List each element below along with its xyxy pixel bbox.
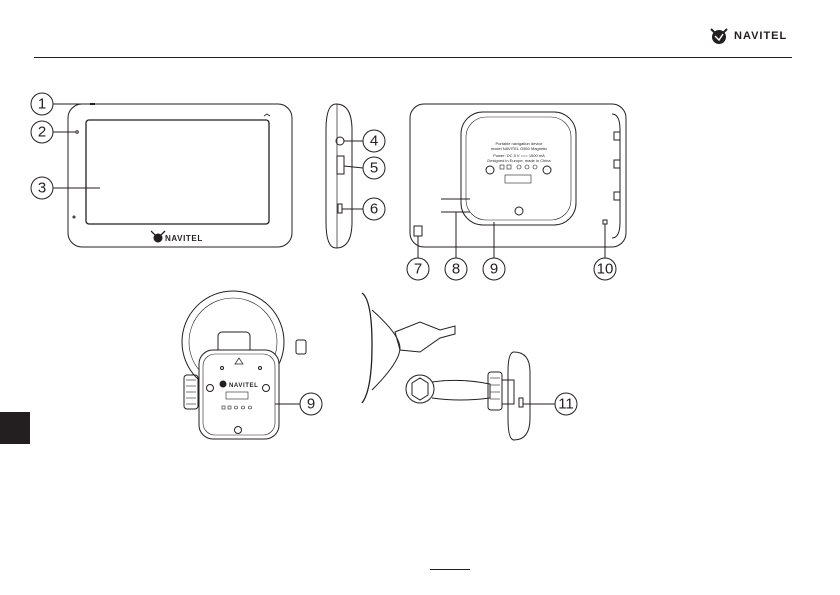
back-port-mid xyxy=(613,159,621,169)
back-port-bottom xyxy=(613,191,621,201)
side-view xyxy=(325,103,353,249)
suction-cup-body xyxy=(371,309,401,391)
callout-9-bottom: 9 xyxy=(275,392,323,416)
sd-card-slot xyxy=(336,155,345,175)
suction-lever-side xyxy=(394,321,456,353)
indicator-light xyxy=(75,130,79,134)
callout-2-number: 2 xyxy=(38,124,46,141)
callout-1-number: 1 xyxy=(38,96,46,113)
certification-marks xyxy=(499,164,538,170)
stylus xyxy=(413,225,423,237)
callout-3: 3 xyxy=(30,176,100,200)
callout-3-number: 3 xyxy=(38,180,46,197)
device-side-on-mount xyxy=(507,351,531,441)
mount-brand: NAVITEL xyxy=(219,380,258,389)
callout-5: 5 xyxy=(343,156,386,180)
callout-10-number: 10 xyxy=(597,261,614,278)
back-edge xyxy=(611,113,621,239)
header-rule xyxy=(34,57,792,58)
header-brand-name: NAVITEL xyxy=(734,30,788,42)
suction-lever xyxy=(295,339,307,355)
callout-9-top-number: 9 xyxy=(490,261,498,278)
mount-side-view xyxy=(361,292,531,441)
callout-8: 8 xyxy=(444,212,468,281)
mount-magnetic-plate xyxy=(198,349,280,440)
mount-label-grid xyxy=(225,391,249,400)
side-body xyxy=(325,103,353,249)
front-brand: NAVITEL xyxy=(150,230,203,243)
mount-screw-bottom xyxy=(234,426,242,434)
page-number-rule xyxy=(430,569,470,570)
callout-6-number: 6 xyxy=(370,201,378,218)
callout-4-number: 4 xyxy=(370,133,378,150)
suction-cup-side xyxy=(361,292,373,404)
navitel-logo-icon xyxy=(710,28,728,44)
mount-arrow-icon xyxy=(234,357,244,365)
callout-5-number: 5 xyxy=(370,160,378,177)
callout-11: 11 xyxy=(523,392,578,416)
mount-logo-icon xyxy=(219,380,227,388)
back-label-line2: model NAVITEL G550 Magnetic xyxy=(491,146,547,151)
callout-10: 10 xyxy=(593,224,617,281)
back-port-top xyxy=(613,131,621,141)
back-label-line3: Power: DC 5 V === 1500 mA xyxy=(493,153,545,158)
callout-9-bottom-number: 9 xyxy=(307,396,315,413)
mount-screw-right xyxy=(262,384,270,392)
mount-front-view: NAVITEL xyxy=(181,290,307,440)
mount-brand-name: NAVITEL xyxy=(229,383,258,389)
reset-button xyxy=(602,219,608,225)
back-label-line4: Designed in Europe, made in China xyxy=(487,158,551,163)
mount-certification-marks xyxy=(221,405,252,410)
screw-right xyxy=(542,165,552,175)
callout-2: 2 xyxy=(30,120,75,144)
section-tab xyxy=(0,412,30,444)
front-body xyxy=(67,103,293,248)
front-screen xyxy=(85,119,270,225)
microphone-hole xyxy=(72,215,76,219)
header-logo: NAVITEL xyxy=(708,22,798,50)
callout-6: 6 xyxy=(342,197,386,221)
light-sensor xyxy=(263,113,271,117)
front-view: NAVITEL xyxy=(67,103,293,248)
callout-11-number: 11 xyxy=(558,396,574,413)
mini-usb-port xyxy=(337,203,343,214)
back-label-grid xyxy=(504,174,532,184)
callout-4: 4 xyxy=(344,129,386,153)
callout-7: 7 xyxy=(406,236,430,281)
magnetic-mount-plate xyxy=(460,111,577,226)
screw-left xyxy=(485,165,495,175)
back-label-line1: Portable navigation device xyxy=(496,141,544,146)
back-view: Portable navigation device model NAVITEL… xyxy=(409,103,627,248)
back-body xyxy=(409,103,627,248)
callout-1: 1 xyxy=(30,92,90,116)
tightening-knob xyxy=(183,374,199,410)
mount-arm xyxy=(431,379,491,401)
screw-bottom xyxy=(514,206,524,216)
callout-7-number: 7 xyxy=(414,261,422,278)
callout-8-number: 8 xyxy=(452,261,460,278)
ball-joint xyxy=(405,374,435,404)
mount-screw-left xyxy=(206,384,214,392)
front-brand-name: NAVITEL xyxy=(165,234,203,243)
callout-9-top: 9 xyxy=(482,222,506,281)
ball-joint-nut xyxy=(411,377,429,401)
mount-usb-port xyxy=(518,397,524,408)
